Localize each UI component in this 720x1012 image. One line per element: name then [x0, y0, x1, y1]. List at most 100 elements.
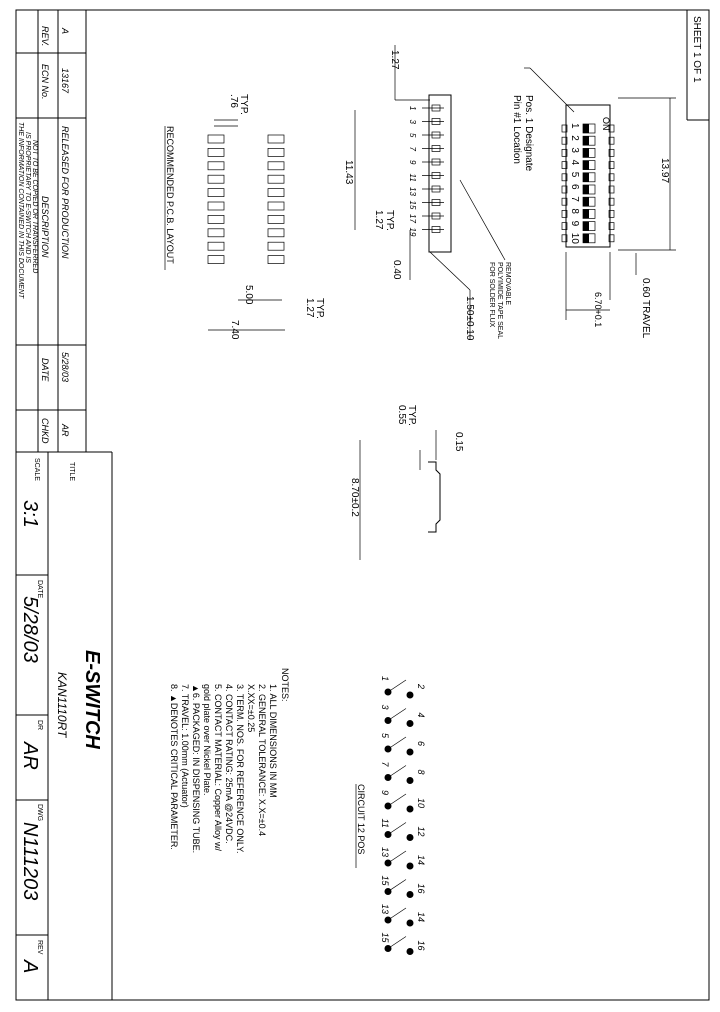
pcb-layout-title: RECOMMENDED P.C.B. LAYOUT — [165, 126, 175, 264]
length-dim: 13.97 — [659, 158, 670, 183]
top-pin-left — [561, 136, 568, 145]
side-pins — [422, 104, 444, 233]
pcb-pad — [267, 228, 285, 238]
note-line: 1. ALL DIMENSIONS IN MM — [268, 684, 278, 798]
end-view-body — [428, 461, 441, 533]
pcb-pad — [267, 134, 285, 144]
circuit-contact — [406, 777, 414, 784]
top-pin-right — [608, 234, 615, 243]
circuit-switch-arm — [387, 679, 407, 693]
pitch-dim: 1.27 — [389, 50, 400, 70]
side-pin-number: 3 — [408, 120, 417, 125]
offset-dim: 0.15 — [453, 432, 464, 452]
inner-dim: 5.00 — [243, 285, 254, 305]
circuit-right-number: 12 — [416, 827, 426, 837]
notice-line-1: THE INFORMATION CONTAINED IN THIS DOCUME… — [17, 122, 24, 299]
circuit-left-number: 13 — [380, 904, 390, 914]
pcb-pad — [207, 201, 225, 211]
circuit-right-number: 2 — [416, 683, 426, 689]
top-pin-left — [561, 197, 568, 206]
circuit-right-number: 16 — [416, 884, 426, 894]
actuator-knob — [583, 185, 589, 194]
circuit-switch-arm — [387, 765, 407, 778]
sheet-border — [15, 9, 710, 1001]
circuit-left-number: 9 — [380, 790, 390, 795]
side-pin-number: 19 — [408, 228, 417, 237]
scale-value: 3:1 — [19, 500, 41, 528]
pcb-pad — [267, 174, 285, 184]
top-pin-left — [561, 185, 568, 194]
circuit-switch-arm — [387, 708, 407, 721]
pcb-pad — [267, 161, 285, 171]
outer-dim: 7.40 — [229, 320, 240, 340]
position-number: 9 — [569, 221, 580, 227]
actuator-knob — [583, 233, 589, 243]
circuit-contact — [406, 919, 414, 927]
side-pin-number: 5 — [408, 133, 417, 138]
side-pin-number: 15 — [408, 201, 417, 210]
top-pin-right — [608, 161, 615, 169]
actuator-knob — [583, 197, 589, 207]
circuit-left-number: 11 — [380, 819, 390, 828]
circuit-right-number: 10 — [416, 798, 426, 808]
note-line: 4. CONTACT RATING: 25mA @24VDC. — [224, 684, 234, 844]
circuit-contact — [406, 891, 414, 898]
notes-block: NOTES: 1. ALL DIMENSIONS IN MM2. GENERAL… — [169, 668, 290, 854]
circuit-right-number: 4 — [416, 713, 426, 718]
scale-label: SCALE — [33, 458, 40, 481]
side-pin-tab — [431, 104, 441, 112]
notes-list: 1. ALL DIMENSIONS IN MM2. GENERAL TOLERA… — [169, 684, 278, 854]
pcb-layout: RECOMMENDED P.C.B. LAYOUT .76TYP. 1.27TY… — [164, 94, 325, 340]
pcb-pad — [207, 134, 225, 144]
pos1-leader — [529, 67, 575, 113]
circuit-right-number: 14 — [416, 912, 426, 922]
position-number: 1 — [569, 123, 580, 129]
side-pin-number: 11 — [408, 174, 417, 182]
rev-label: REV — [36, 940, 43, 955]
position-number: 5 — [569, 172, 580, 178]
pcb-pad — [207, 228, 225, 238]
position-number: 2 — [569, 135, 580, 141]
circuit-left-number: 1 — [380, 676, 390, 681]
thickness-dim: 0.55TYP. — [396, 405, 417, 426]
top-pin-right — [608, 136, 615, 145]
actuator-knob — [583, 160, 589, 170]
position-number: 6 — [569, 184, 580, 190]
note-line: gold plate over Nickel Plate. — [202, 684, 212, 796]
title-block: TITLE KAN1110RT E-SWITCH SCALE 3:1 DATE … — [16, 452, 113, 1000]
circuit-right-number: 14 — [416, 855, 426, 865]
side-pin-number: 17 — [408, 214, 417, 223]
circuit-left-number: 3 — [380, 705, 390, 710]
note-line: ▲6. PACKAGED: IN DISPENSING TUBE. — [191, 684, 201, 853]
pcb-pad — [207, 241, 225, 251]
top-pin-right — [608, 210, 615, 218]
notes-heading: NOTES: — [280, 668, 290, 702]
side-pin-tab — [431, 131, 441, 139]
row-length-dim: 11.43 — [343, 160, 354, 185]
pcb-pad — [207, 188, 225, 197]
side-pin-number: 1 — [408, 106, 417, 110]
typ-pitch-dim: 1.27TYP. — [373, 210, 395, 231]
date-value: 5/28/03 — [60, 352, 70, 382]
pcb-pad — [207, 148, 225, 157]
note-line: 7. TRAVEL: 1.00mm (Actuator) — [180, 684, 190, 808]
ecn-header: ECN No. — [40, 64, 50, 100]
rev-value: A — [60, 27, 70, 34]
rev-header: REV. — [40, 26, 50, 46]
chkd-header: CHKD — [40, 418, 50, 444]
circuit-switch-arm — [387, 936, 407, 949]
description-value: RELEASED FOR PRODUCTION — [60, 126, 70, 259]
actuator-knob — [583, 136, 589, 146]
drawing-title: KAN1110RT — [55, 672, 69, 739]
top-pin-right — [608, 149, 615, 157]
circuit-switch-arm — [387, 736, 407, 750]
position-number: 8 — [569, 208, 580, 214]
switch-body-top — [565, 104, 611, 248]
logo-text: E-SWITCH — [81, 650, 103, 749]
pcb-pad — [267, 241, 285, 251]
note-line: X.XX=±0.25 — [246, 684, 256, 732]
side-pin-tab — [431, 185, 441, 193]
